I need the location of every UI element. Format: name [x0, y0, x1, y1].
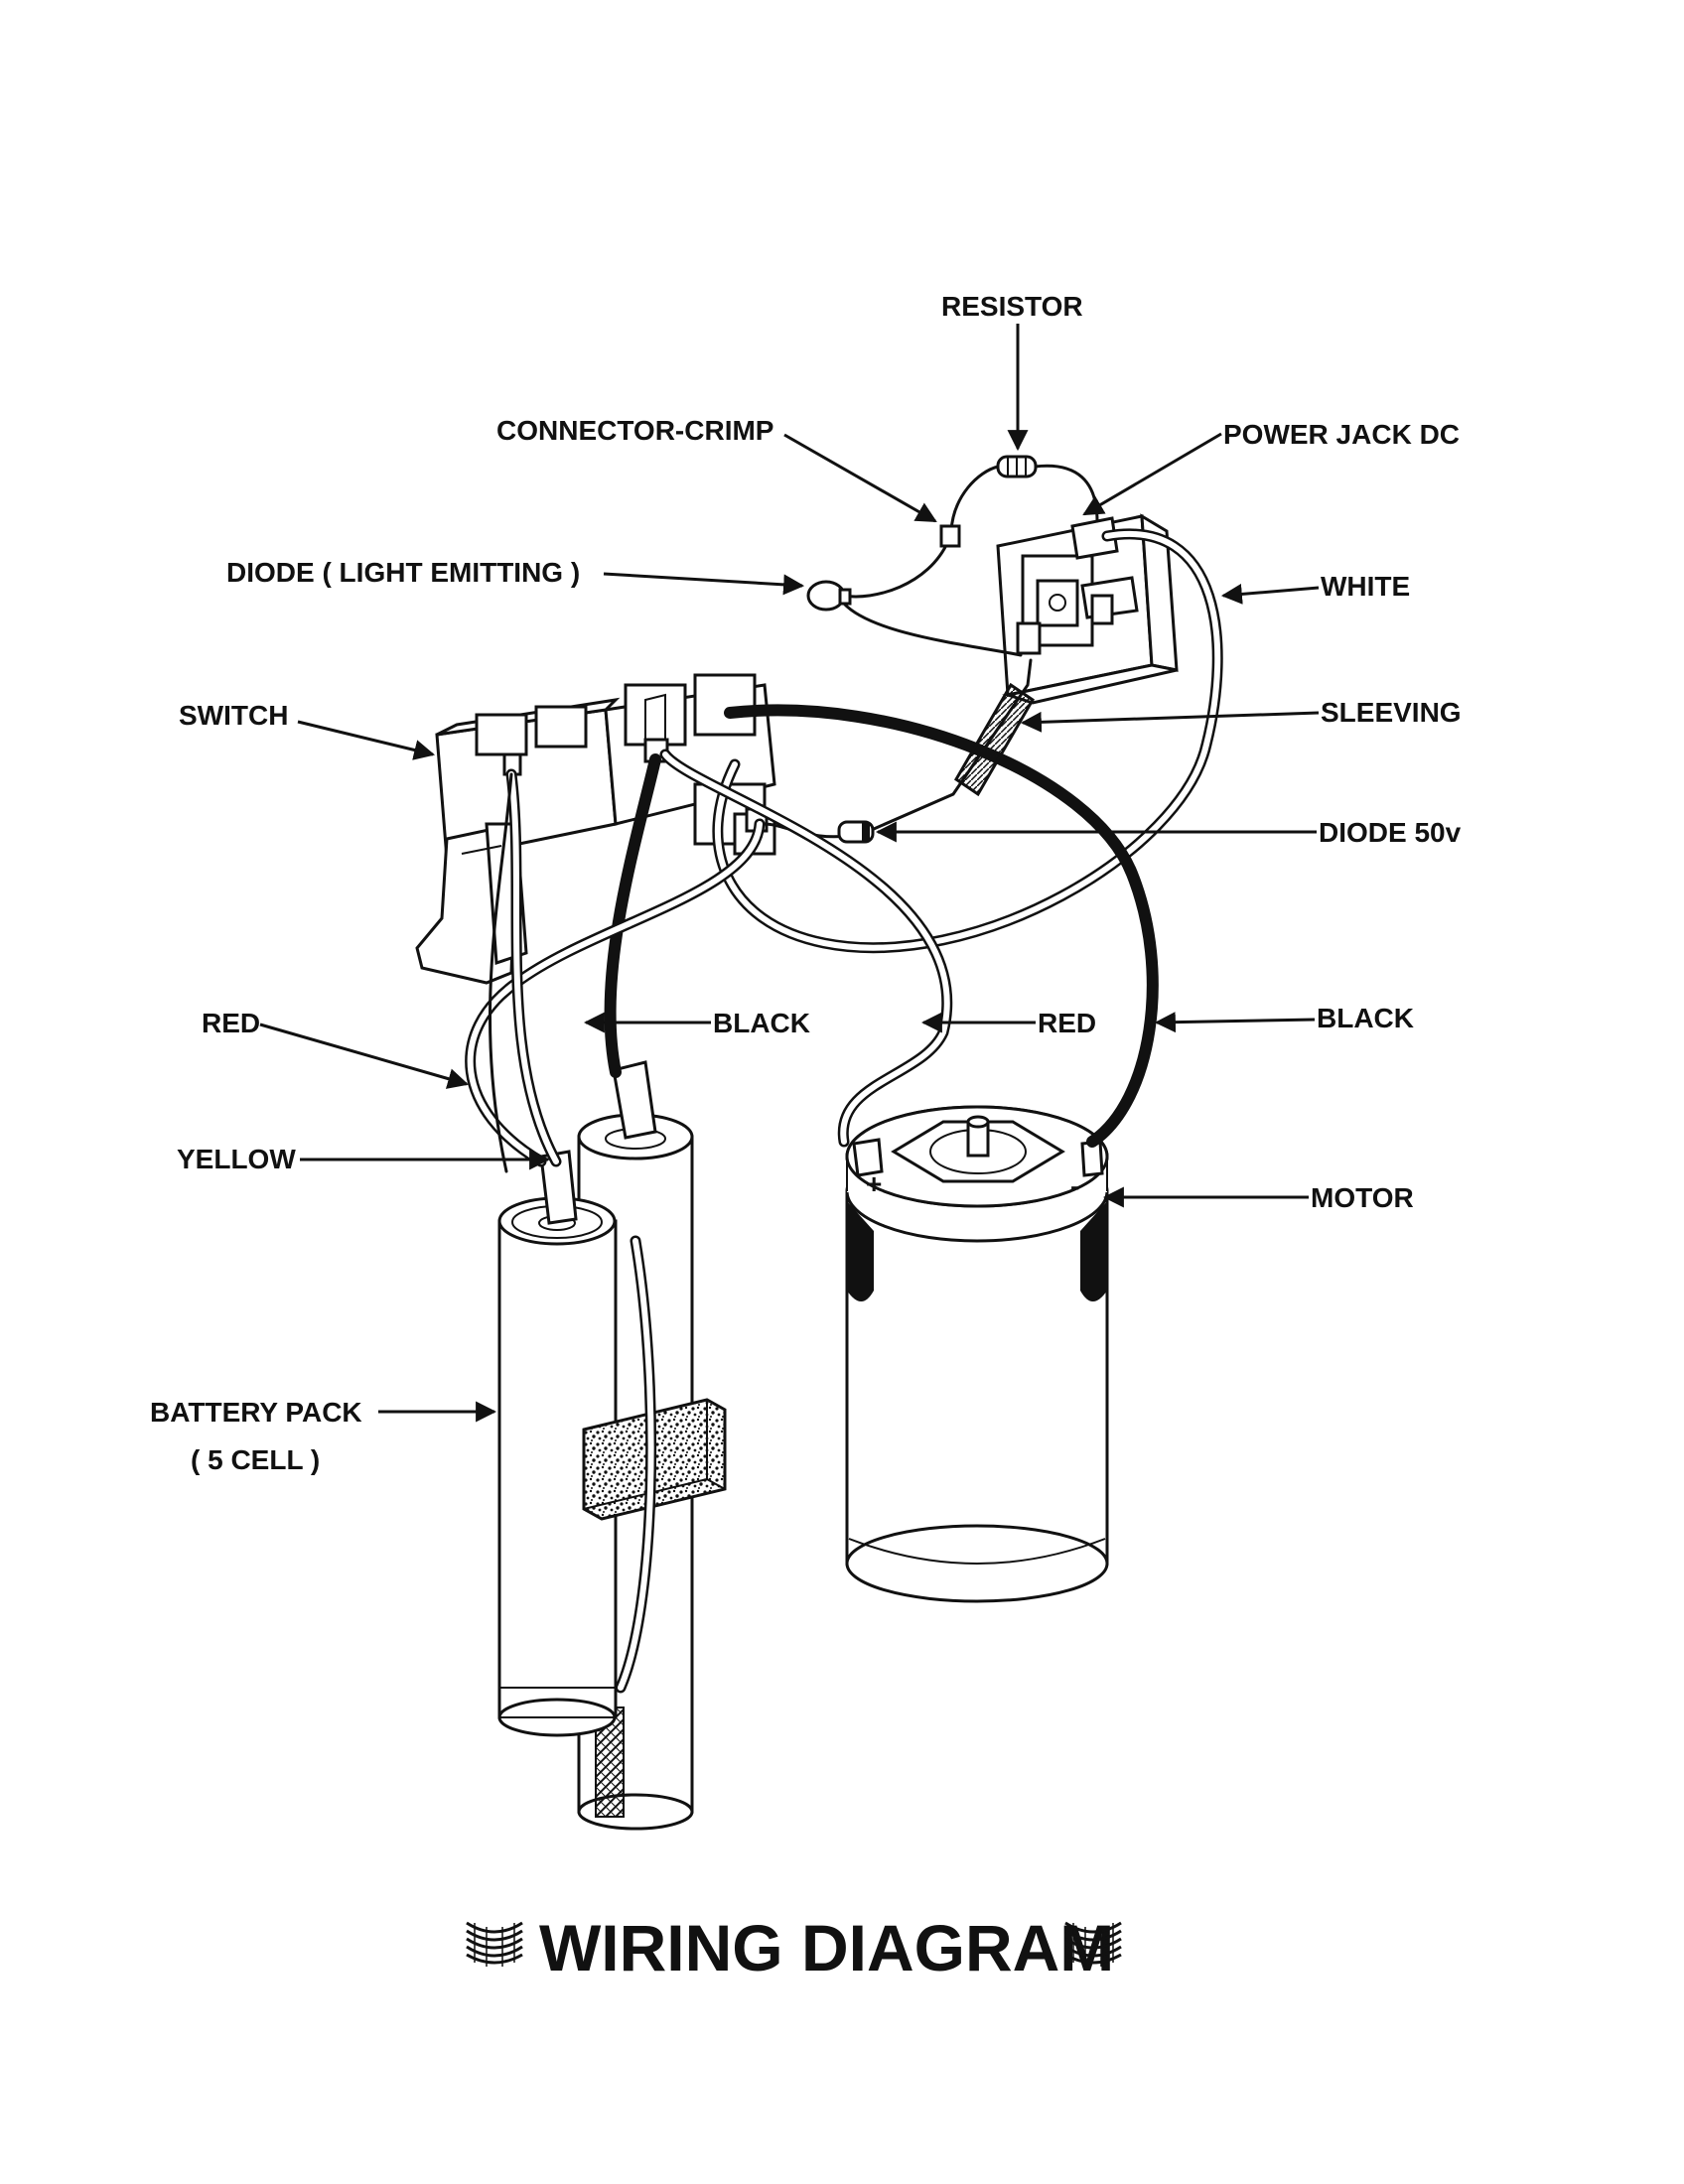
label-battery-pack-cells: ( 5 CELL ): [191, 1444, 320, 1475]
diagram-title: WIRING DIAGRAM: [539, 1911, 1114, 1984]
diode-light-emitting: [806, 580, 852, 612]
label-black-right: BLACK: [1317, 1003, 1414, 1033]
label-diode-light-emitting: DIODE ( LIGHT EMITTING ): [226, 557, 580, 588]
label-motor: MOTOR: [1311, 1182, 1414, 1213]
label-sleeving: SLEEVING: [1321, 697, 1462, 728]
label-switch: SWITCH: [179, 700, 288, 731]
motor-minus-label: -: [1070, 1170, 1079, 1201]
motor-plus-label: +: [866, 1168, 882, 1199]
label-black-mid: BLACK: [713, 1008, 810, 1038]
motor: + -: [845, 1105, 1109, 1603]
label-resistor: RESISTOR: [941, 291, 1083, 322]
label-red-mid: RED: [1038, 1008, 1096, 1038]
label-diode-50v: DIODE 50v: [1319, 817, 1462, 848]
label-battery-pack: BATTERY PACK: [150, 1397, 362, 1428]
power-jack-dc: [996, 513, 1179, 705]
label-white: WHITE: [1321, 571, 1410, 602]
label-power-jack-dc: POWER JACK DC: [1223, 419, 1460, 450]
diode-50v: [837, 820, 875, 844]
title-block: WIRING DIAGRAM: [466, 1911, 1122, 1984]
battery-pack: [497, 1060, 727, 1831]
connector-crimp: [939, 524, 961, 548]
label-red-left: RED: [202, 1008, 260, 1038]
labels: RESISTOR CONNECTOR-CRIMP POWER JACK DC D…: [150, 291, 1462, 1475]
resistor: [996, 455, 1038, 478]
label-connector-crimp: CONNECTOR-CRIMP: [496, 415, 773, 446]
label-yellow: YELLOW: [177, 1144, 296, 1174]
woven-mark-icon: [466, 1921, 523, 1967]
woven-mark-icon: [1064, 1921, 1122, 1967]
sleeving: [954, 682, 1035, 797]
